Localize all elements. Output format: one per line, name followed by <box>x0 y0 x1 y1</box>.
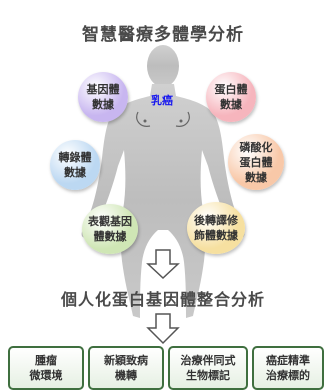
title-proteogenomics: 個人化蛋白基因體整合分析 <box>60 290 265 309</box>
title-multi-omics: 智慧醫療多體學分析 <box>82 25 244 45</box>
chest-dot-right <box>179 119 183 123</box>
focus-label-breast-cancer: 乳癌 <box>151 94 173 107</box>
bubble-genome-data: 基因體數據 <box>78 72 128 122</box>
bubble-phosphoproteome-data: 磷酸化蛋白體數據 <box>228 134 284 190</box>
box-novel-pathogenic-mechanism: 新穎致病機轉 <box>88 346 164 390</box>
bubble-transcriptome-data: 轉錄體數據 <box>50 140 100 190</box>
chest-dot-left <box>143 119 147 123</box>
arrow-down-2 <box>146 313 180 345</box>
box-precision-therapy-target: 癌症精準治療標的 <box>252 346 324 390</box>
box-tumor-microenvironment: 腫瘤微環境 <box>8 346 84 390</box>
silhouette-body <box>81 84 245 318</box>
box-companion-biomarker: 治療伴同式生物標記 <box>168 346 248 390</box>
chest-mark-right <box>175 111 190 127</box>
chest-mark-left <box>136 111 151 127</box>
silhouette-head <box>147 45 179 87</box>
bubble-ptm-data: 後轉譯修飾體數據 <box>187 202 245 254</box>
bubble-epigenome-data: 表觀基因體數據 <box>82 204 138 254</box>
arrow-down-1 <box>146 249 180 280</box>
bubble-proteome-data: 蛋白體數據 <box>206 72 256 122</box>
